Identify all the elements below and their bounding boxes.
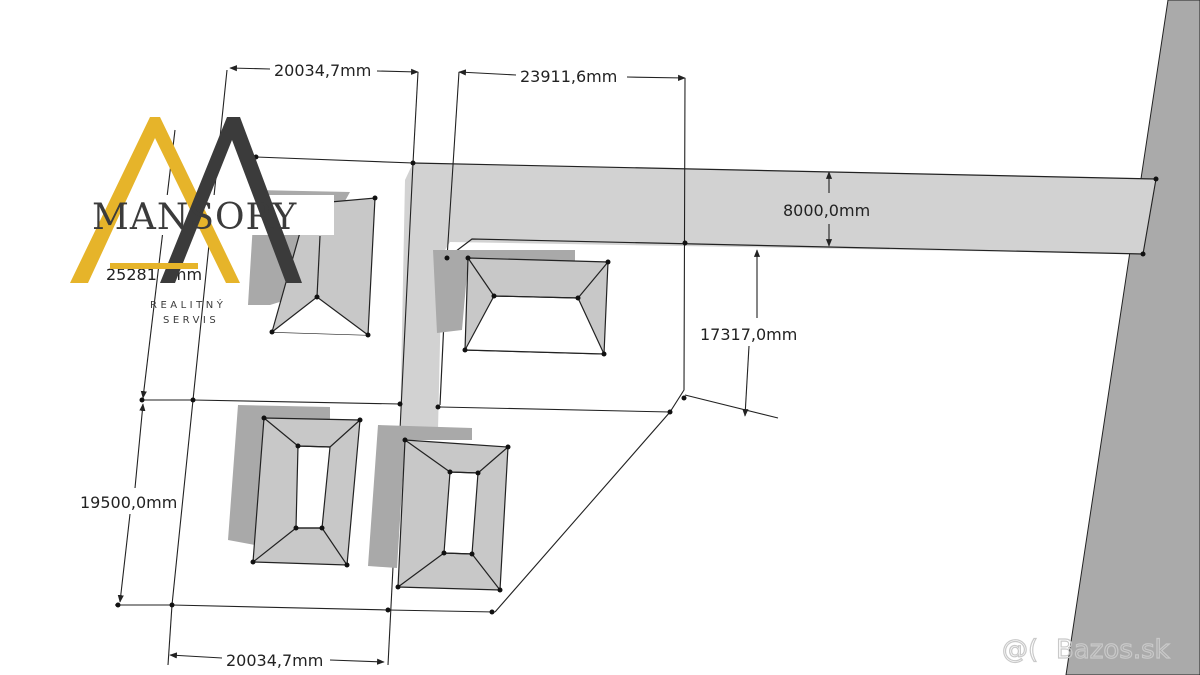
logo-gold-bar	[110, 263, 198, 269]
bazos-watermark: @( Bazos.sk	[1001, 634, 1170, 665]
watermark-text: Bazos.sk	[1056, 635, 1170, 665]
dim-top-left-width: 20034,7mm	[274, 61, 371, 80]
vertex-points	[115, 154, 1159, 615]
logo-gold-a	[70, 117, 240, 283]
watermark-prefix: @(	[1002, 635, 1038, 665]
logo-subtitle-line1: REALITNÝ	[150, 298, 226, 311]
highway-strip	[1065, 0, 1200, 675]
house-2	[464, 257, 609, 355]
logo-subtitle-line2: SERVIS	[163, 315, 219, 326]
house-3	[252, 417, 361, 566]
dim-bottom-width: 20034,7mm	[226, 651, 323, 670]
mansory-logo: MANSORY REALITNÝ SERVIS	[70, 117, 334, 326]
house-4	[397, 439, 509, 591]
plot-boundaries	[115, 69, 1157, 666]
dim-right-plot-depth: 17317,0mm	[700, 325, 797, 344]
dim-left-lower-depth: 19500,0mm	[80, 493, 177, 512]
dimension-lines	[117, 65, 833, 665]
logo-name: MANSORY	[92, 197, 298, 238]
dim-road-width: 8000,0mm	[783, 201, 870, 220]
dim-top-right-width: 23911,6mm	[520, 67, 617, 86]
